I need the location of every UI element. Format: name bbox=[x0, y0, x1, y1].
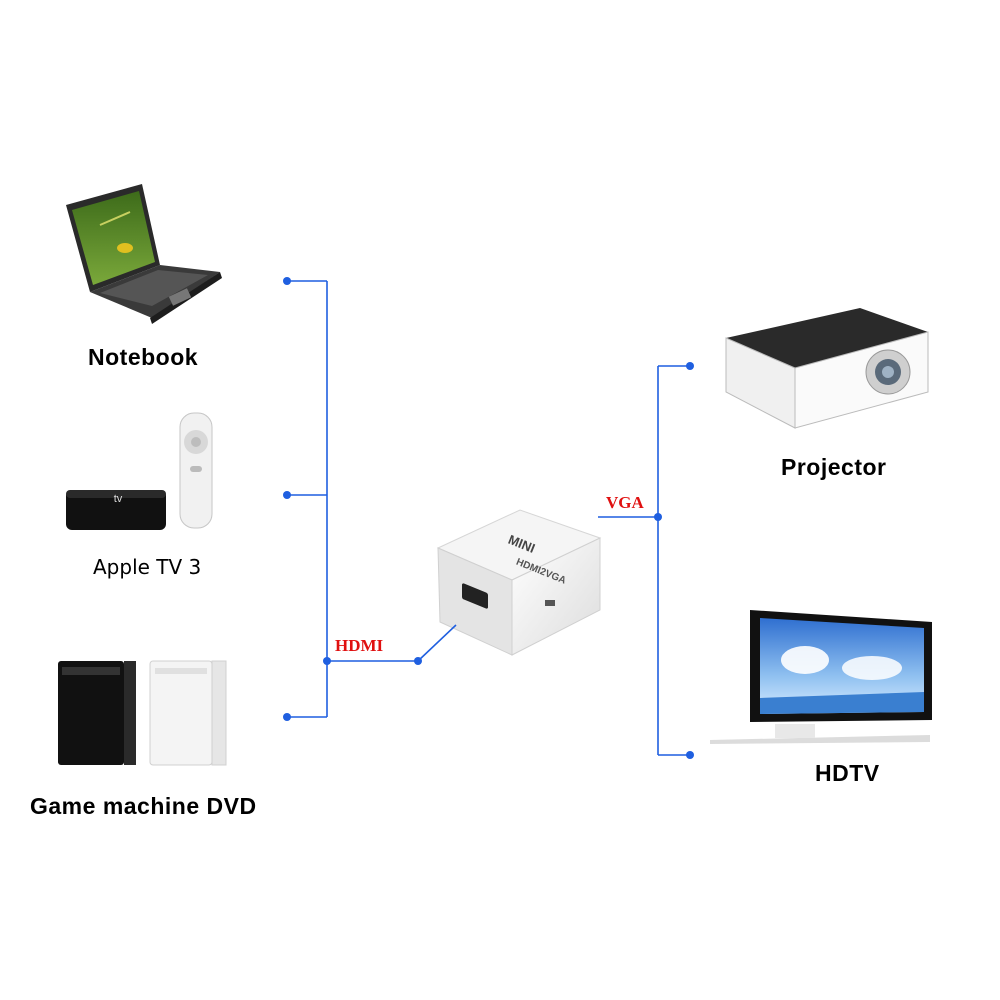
projector-connector-dot bbox=[686, 362, 694, 370]
appletv-connector-dot bbox=[283, 491, 291, 499]
game-console-image bbox=[58, 660, 227, 766]
hdtv-image bbox=[710, 610, 932, 744]
apple-tv-image: tv bbox=[66, 412, 213, 530]
hdmi-connection-label: HDMI bbox=[335, 636, 384, 655]
notebook-connector-dot bbox=[283, 277, 291, 285]
apple-tv-badge: tv bbox=[114, 493, 123, 505]
game-connector-dot bbox=[283, 713, 291, 721]
vga-junction-dot bbox=[654, 513, 662, 521]
hdmi-junction-dot bbox=[323, 657, 331, 665]
vga-connection-label: VGA bbox=[606, 493, 644, 512]
output-connections bbox=[598, 365, 690, 756]
hdmi-input-dot bbox=[414, 657, 422, 665]
notebook-label: Notebook bbox=[88, 344, 199, 370]
hdtv-connector-dot bbox=[686, 751, 694, 759]
notebook-image bbox=[66, 184, 222, 324]
projector-image bbox=[725, 308, 929, 429]
converter-image: MINI HDMI2VGA bbox=[436, 509, 602, 656]
projector-label: Projector bbox=[781, 454, 887, 480]
hdtv-label: HDTV bbox=[815, 760, 880, 786]
apple-tv-label: Apple TV 3 bbox=[93, 555, 202, 579]
game-machine-label: Game machine DVD bbox=[30, 793, 257, 819]
input-connections bbox=[287, 280, 457, 718]
